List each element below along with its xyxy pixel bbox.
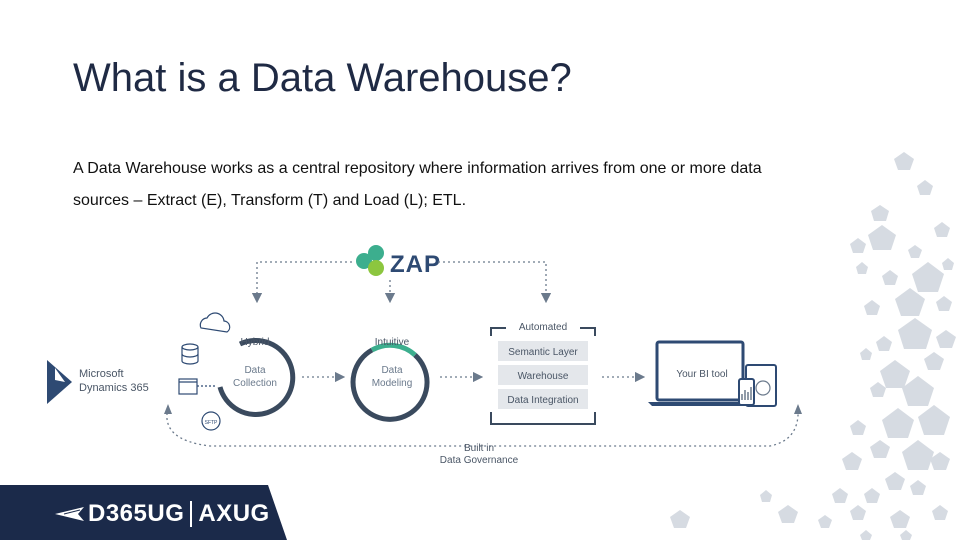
hybrid-tag: Hybrid	[241, 337, 270, 348]
dynamics-icon	[47, 360, 72, 404]
intuitive-tag: Intuitive	[375, 337, 410, 348]
source-icons	[179, 313, 230, 430]
footer-brand-right: AXUG	[198, 500, 269, 528]
governance-line-2: Data Governance	[440, 455, 519, 466]
footer-brand-separator	[190, 501, 192, 527]
dynamics-line-2: Dynamics 365	[79, 382, 149, 394]
bi-tool-label: Your BI tool	[676, 369, 727, 380]
data-modeling-line-1: Data	[381, 365, 403, 376]
footer-logo: D365UG AXUG	[88, 500, 270, 528]
automated-layers: Automated Semantic Layer Warehouse Data …	[491, 320, 595, 424]
zap-logo: ZAP	[356, 245, 441, 278]
automated-tag: Automated	[519, 322, 567, 333]
semantic-layer-label: Semantic Layer	[508, 347, 578, 358]
data-collection-line-2: Collection	[233, 378, 277, 389]
microsoft-dynamics-365-logo: Microsoft Dynamics 365	[47, 360, 149, 404]
dynamics-line-1: Microsoft	[79, 368, 124, 380]
database-icon	[182, 344, 198, 350]
data-integration-label: Data Integration	[507, 395, 578, 406]
footer-brand-left: D365UG	[88, 500, 184, 528]
folder-icon	[179, 379, 197, 394]
cloud-icon	[200, 313, 229, 332]
data-modeling-line-2: Modeling	[372, 378, 413, 389]
data-collection-line-1: Data	[244, 365, 266, 376]
bi-tool-devices: Your BI tool	[648, 342, 776, 406]
warehouse-label: Warehouse	[518, 371, 569, 382]
data-modeling-node: Intuitive Data Modeling	[353, 337, 427, 419]
zap-logo-text: ZAP	[390, 251, 441, 278]
data-collection-node: Hybrid Data Collection	[220, 337, 293, 414]
governance-line-1: Built in	[464, 443, 494, 454]
sftp-label: SFTP	[205, 420, 218, 426]
